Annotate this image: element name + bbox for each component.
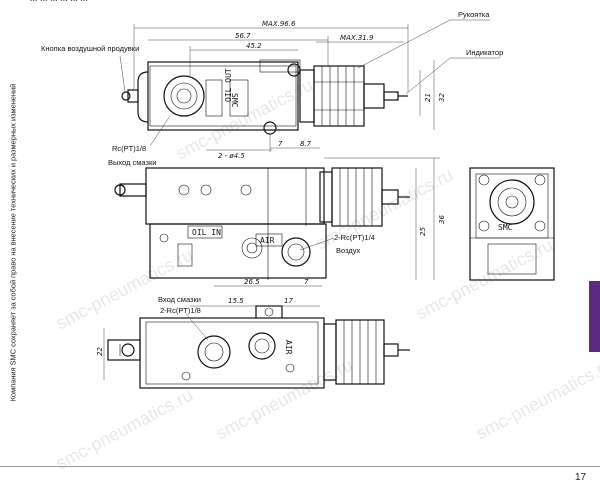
watermark: smc-pneumatics.ru xyxy=(52,244,196,333)
dim-32: 32 xyxy=(438,93,446,102)
header-text: ... ... ... ... ... ... xyxy=(30,0,88,3)
dim-17: 17 xyxy=(284,297,293,305)
callout-handle: Рукоятка xyxy=(458,10,490,19)
dim-7: 7 xyxy=(278,140,283,148)
callout-air-port-thread: 2-Rc(PT)1/4 xyxy=(334,233,375,242)
dim-22: 22 xyxy=(96,347,104,356)
marking-smc-small: SMC xyxy=(498,223,513,232)
dim-21: 21 xyxy=(424,93,432,102)
side-view: SMC xyxy=(469,167,555,281)
marking-air: AIR xyxy=(260,236,275,245)
watermark: smc-pneumatics.ru xyxy=(472,354,600,443)
marking-oil-out: OIL OUT xyxy=(224,68,233,102)
dim-8-7: 8.7 xyxy=(300,140,312,148)
front-view: OIL IN AIR 25 36 26.5 7 2-Rc(PT)1/4 Возд… xyxy=(114,157,446,287)
footer-rule xyxy=(0,466,600,467)
callout-purge-button: Кнопка воздушной продувки xyxy=(41,44,139,53)
callout-lube-port-thread: Rc(PT)1/8 xyxy=(112,144,146,153)
page-number: 17 xyxy=(575,472,587,483)
marking-oil-in: OIL IN xyxy=(192,228,221,237)
section-tab-marker xyxy=(589,281,600,352)
callout-indicator: Индикатор xyxy=(466,48,503,57)
bottom-view: AIR 15.5 17 22 Вход смазки 2-Rc(PT)1/8 xyxy=(96,295,410,389)
watermark: smc-pneumatics.ru xyxy=(212,354,356,443)
callout-air: Воздух xyxy=(336,246,360,255)
dim-holes: 2 - ø4.5 xyxy=(218,152,245,160)
dim-max-31-9: MAX.31.9 xyxy=(340,34,374,42)
top-view: OIL OUT SMC MAX.96.6 xyxy=(41,10,503,167)
dim-56-7: 56.7 xyxy=(235,32,251,40)
dim-26-5: 26.5 xyxy=(244,278,260,286)
dim-15-5: 15.5 xyxy=(228,297,244,305)
dim-max-overall: MAX.96.6 xyxy=(262,20,296,28)
dim-25: 25 xyxy=(419,227,427,236)
dim-7b: 7 xyxy=(304,278,309,286)
marking-air-bottom: AIR xyxy=(284,340,293,355)
marking-smc: SMC xyxy=(230,93,239,108)
callout-lube-inlet: Вход смазки xyxy=(158,295,201,304)
watermark: smc-pneumatics.ru xyxy=(52,384,196,473)
dim-45-2: 45.2 xyxy=(246,42,262,50)
callout-lube-outlet: Выход смазки xyxy=(108,158,156,167)
dim-36: 36 xyxy=(438,215,446,224)
callout-inlet-thread: 2-Rc(PT)1/8 xyxy=(160,306,201,315)
